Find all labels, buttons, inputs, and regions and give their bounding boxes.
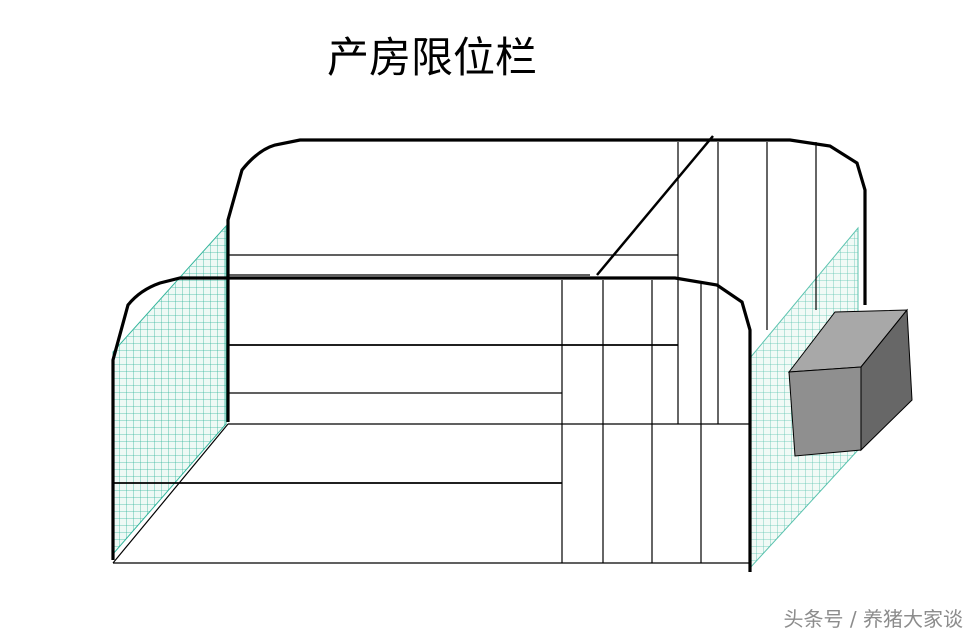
watermark-text: 头条号 / 养猪大家谈 xyxy=(783,607,963,631)
front-frame-arch xyxy=(111,276,752,572)
back-frame-arch xyxy=(226,138,867,422)
feeder-front xyxy=(788,366,862,457)
feeder-box xyxy=(787,308,913,457)
back-frame-rails xyxy=(228,254,678,276)
left-mesh-panel xyxy=(112,224,227,556)
back-frame-verticals xyxy=(677,142,817,424)
feeder-side xyxy=(860,308,913,452)
diagram-title: 产房限位栏 xyxy=(327,33,538,82)
front-frame-verticals xyxy=(561,280,702,563)
floor-outline xyxy=(112,423,750,564)
diagonal-bar xyxy=(596,135,714,276)
